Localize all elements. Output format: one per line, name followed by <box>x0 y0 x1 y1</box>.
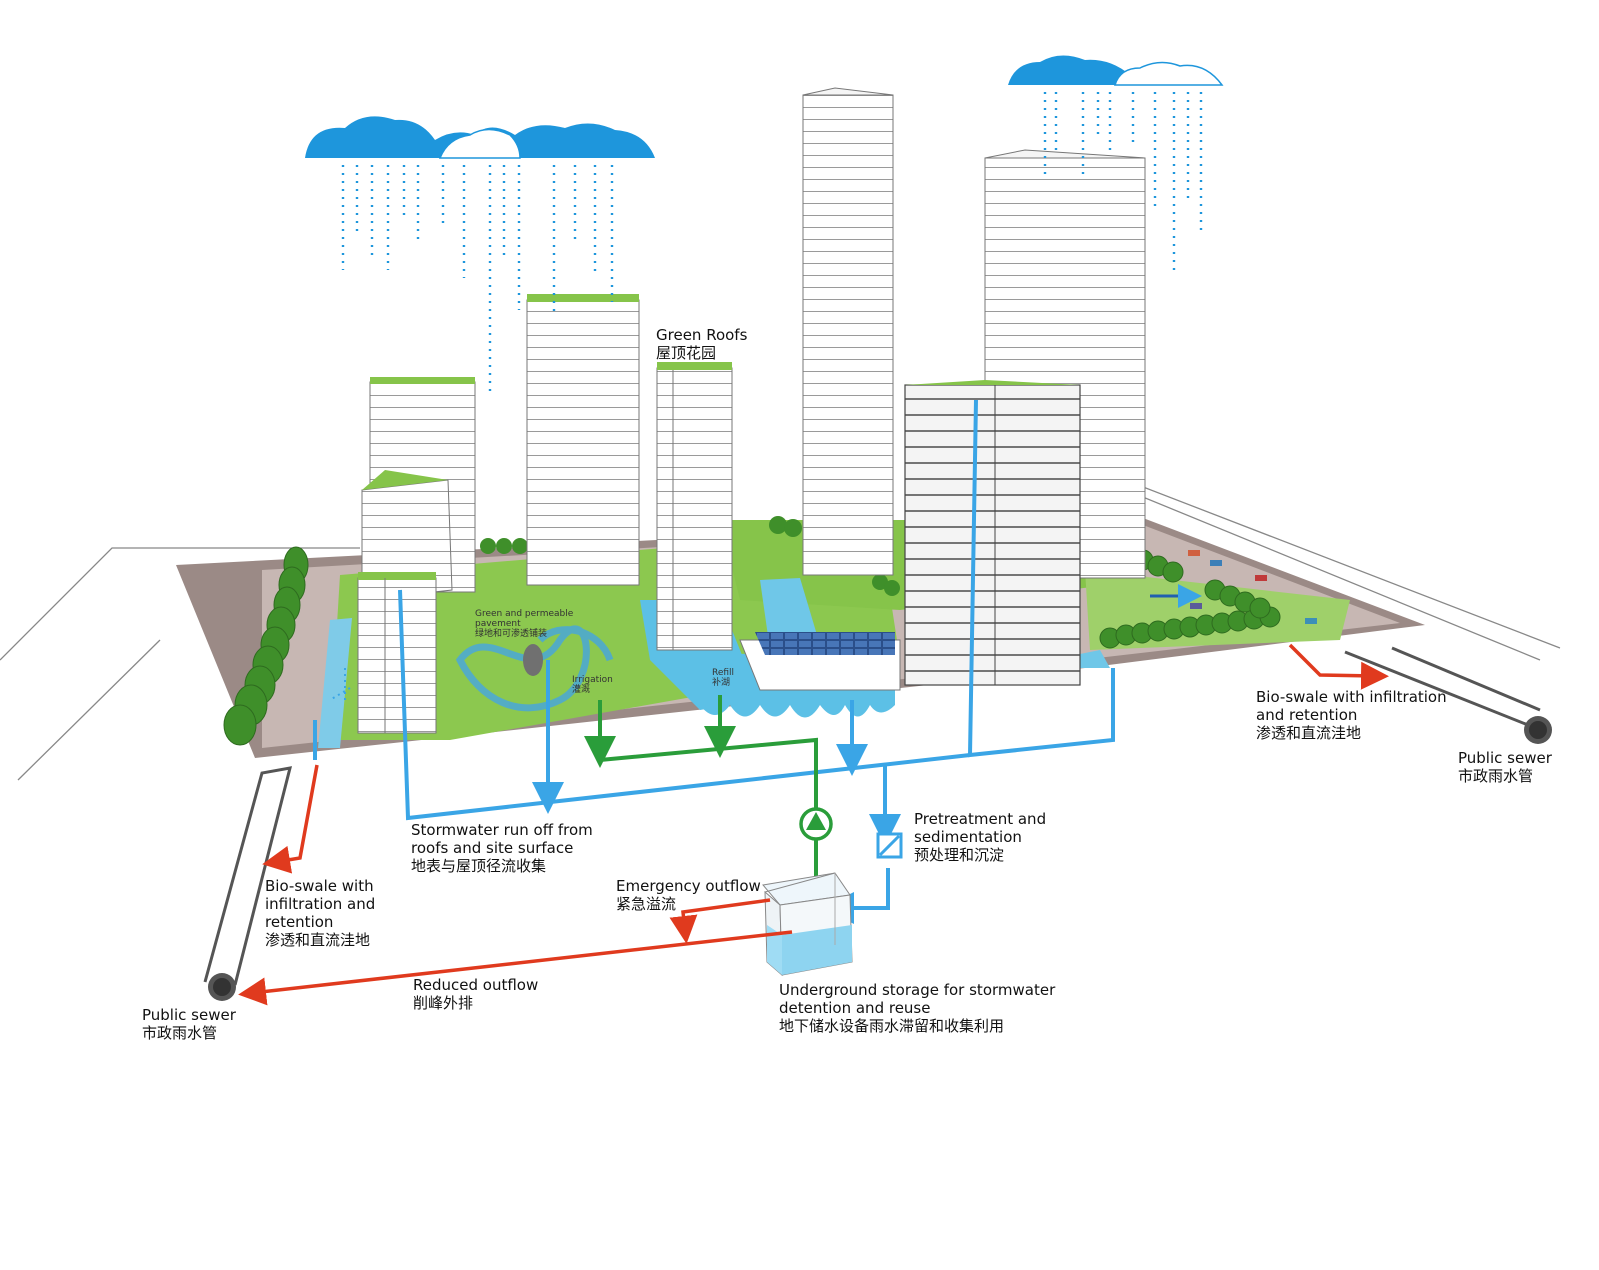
label-pretreatment-zh: 预处理和沉淀 <box>914 846 1005 864</box>
label-refill-zh: 补湖 <box>712 678 731 688</box>
label-storage-en1: Underground storage for stormwater <box>779 981 1056 999</box>
label-reduced-zh: 削峰外排 <box>413 994 474 1012</box>
label-green-roofs-zh: 屋顶花园 <box>656 344 717 362</box>
tower-tall-center <box>802 87 894 576</box>
label-storage-en2: detention and reuse <box>779 999 931 1017</box>
rain-left <box>341 165 614 392</box>
label-emergency-en: Emergency outflow <box>616 877 761 895</box>
label-public-sewer-right: Public sewer 市政雨水管 <box>1458 749 1552 785</box>
tree-row-right <box>1099 549 1281 649</box>
label-irrigation-en: Irrigation <box>572 675 613 685</box>
label-stormwater-en2: roofs and site surface <box>411 839 574 857</box>
label-stormwater-zh: 地表与屋顶径流收集 <box>411 857 547 875</box>
tree-row-left <box>223 546 309 746</box>
label-stormwater-en1: Stormwater run off from <box>411 821 593 839</box>
label-pretreatment-en1: Pretreatment and <box>914 810 1047 828</box>
label-sewer-right-zh: 市政雨水管 <box>1458 767 1534 785</box>
label-pretreatment-en2: sedimentation <box>914 828 1022 846</box>
label-reduced-en: Reduced outflow <box>413 976 539 994</box>
pump-icon <box>799 807 833 841</box>
label-bioswale-right: Bio-swale with infiltration and retentio… <box>1256 688 1447 742</box>
label-sewer-left-zh: 市政雨水管 <box>142 1024 218 1042</box>
stormwater-network <box>313 399 1202 924</box>
sewer-pipe-left <box>203 766 293 1001</box>
label-irrigation-zh: 灌溉 <box>572 685 591 695</box>
solar-roof-building <box>739 632 901 691</box>
label-bioswale-left-zh: 渗透和直流洼地 <box>265 931 371 949</box>
label-underground-storage: Underground storage for stormwater deten… <box>779 981 1055 1035</box>
label-stormwater: Stormwater run off from roofs and site s… <box>411 821 593 875</box>
outflow-network <box>238 643 1389 1006</box>
label-emergency-zh: 紧急溢流 <box>616 895 677 913</box>
label-green-pavement-en2: pavement <box>475 619 521 629</box>
cloud-right <box>1008 55 1224 86</box>
label-green-pavement-zh: 绿地和可渗透铺装 <box>475 629 548 639</box>
label-bioswale-left-en1: Bio-swale with <box>265 877 374 895</box>
label-bioswale-right-en1: Bio-swale with infiltration <box>1256 688 1447 706</box>
tower-right-back <box>984 149 1146 579</box>
tower-center-left <box>526 294 640 586</box>
label-green-roofs: Green Roofs 屋顶花园 <box>656 326 747 362</box>
rain-right <box>1043 92 1203 275</box>
label-sewer-right-en: Public sewer <box>1458 749 1552 767</box>
label-storage-zh: 地下储水设备雨水滞留和收集利用 <box>779 1017 1005 1035</box>
park-paths <box>455 625 614 712</box>
storage-tank <box>762 872 853 977</box>
podium-stepped-left <box>361 470 453 601</box>
label-bioswale-left: Bio-swale with infiltration and retentio… <box>265 877 375 949</box>
infiltration-dots <box>329 668 351 701</box>
cloud-left <box>305 116 655 159</box>
park-pond <box>523 644 543 676</box>
label-sewer-left-en: Public sewer <box>142 1006 236 1024</box>
label-refill: Refill 补湖 <box>712 668 734 688</box>
tree-cluster-center <box>480 516 900 596</box>
label-irrigation: Irrigation 灌溉 <box>572 675 613 695</box>
label-reduced-outflow: Reduced outflow 削峰外排 <box>413 976 538 1012</box>
label-bioswale-left-en3: retention <box>265 913 334 931</box>
label-green-roofs-en: Green Roofs <box>656 326 748 344</box>
label-bioswale-right-en2: and retention <box>1256 706 1358 724</box>
label-refill-en: Refill <box>712 668 735 678</box>
tower-front-right <box>904 380 1081 686</box>
tower-green-roof <box>656 362 733 651</box>
label-green-pavement: Green and permeable pavement 绿地和可渗透铺装 <box>475 609 573 639</box>
label-bioswale-right-zh: 渗透和直流洼地 <box>1256 724 1362 742</box>
pretreatment-icon <box>876 832 903 859</box>
label-green-pavement-en1: Green and permeable <box>475 609 574 619</box>
label-pretreatment: Pretreatment and sedimentation 预处理和沉淀 <box>914 810 1046 864</box>
label-public-sewer-left: Public sewer 市政雨水管 <box>142 1006 236 1042</box>
site-outline <box>0 484 1561 781</box>
building-front-left <box>357 572 437 734</box>
label-bioswale-left-en2: infiltration and <box>265 895 376 913</box>
label-emergency-outflow: Emergency outflow 紧急溢流 <box>616 877 761 913</box>
